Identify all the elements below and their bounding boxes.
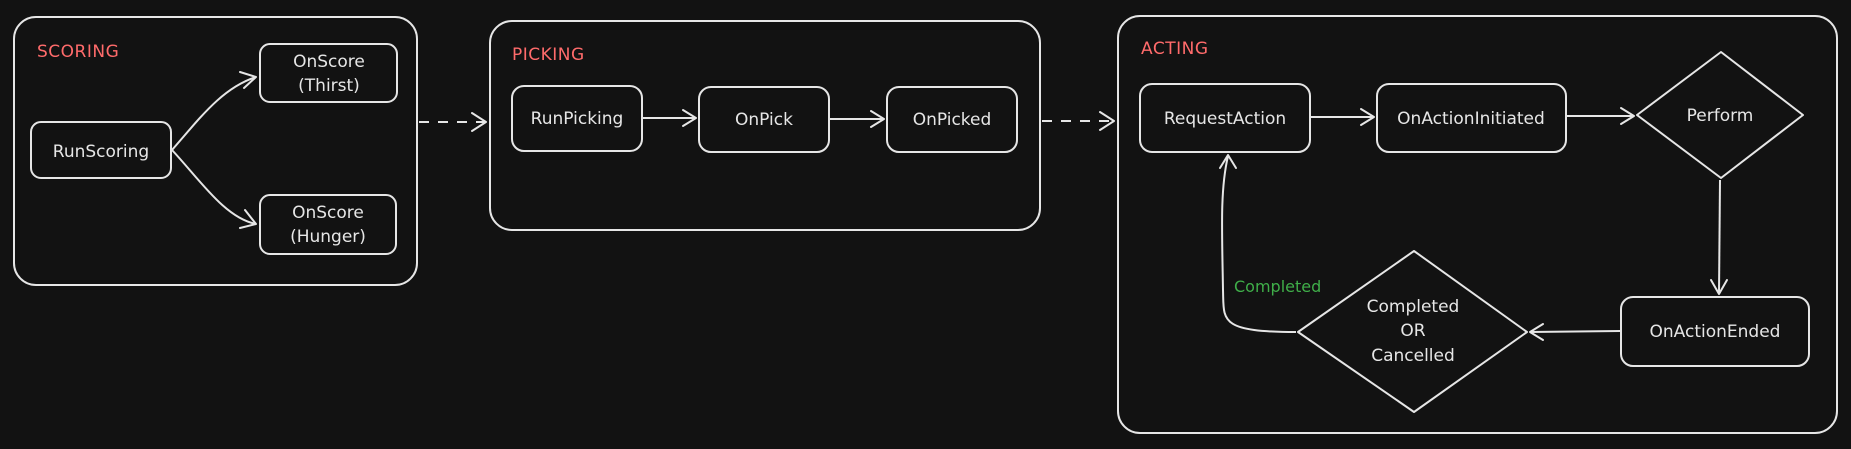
on-score-thirst-node bbox=[259, 43, 398, 103]
arrowhead-thirst bbox=[239, 71, 257, 89]
arrowhead-ended-decision bbox=[1529, 323, 1544, 341]
picking-title: PICKING bbox=[512, 45, 585, 65]
on-picked-label: OnPicked bbox=[913, 110, 992, 130]
arrowhead-scoring-picking bbox=[471, 112, 487, 132]
arrowhead-decision-request bbox=[1219, 154, 1237, 169]
perform-node bbox=[1636, 51, 1804, 179]
run-scoring-label: RunScoring bbox=[53, 142, 149, 162]
completed-or-cancelled-label-3: Cancelled bbox=[1371, 346, 1455, 366]
on-action-ended-label: OnActionEnded bbox=[1650, 322, 1781, 342]
acting-frame bbox=[1117, 15, 1838, 434]
on-score-thirst-label-2: (Thirst) bbox=[298, 76, 360, 96]
scoring-frame bbox=[13, 16, 418, 286]
arrowhead-perform-ended bbox=[1710, 279, 1728, 295]
arrowhead-onpick-onpicked bbox=[870, 110, 885, 128]
completed-or-cancelled-label-2: OR bbox=[1400, 321, 1425, 341]
request-action-label: RequestAction bbox=[1164, 109, 1286, 129]
completed-or-cancelled-label-1: Completed bbox=[1367, 297, 1460, 317]
on-action-initiated-node bbox=[1376, 83, 1567, 153]
on-action-initiated-label: OnActionInitiated bbox=[1397, 109, 1545, 129]
on-action-ended-node bbox=[1620, 296, 1810, 367]
edge-runscoring-hunger bbox=[171, 149, 257, 225]
picking-frame bbox=[489, 20, 1041, 231]
arrowhead-runpicking-onpick bbox=[682, 109, 697, 127]
on-picked-node bbox=[886, 86, 1018, 153]
arrowhead-hunger bbox=[239, 209, 257, 229]
completed-or-cancelled-node bbox=[1297, 250, 1528, 413]
on-score-thirst-label-1: OnScore bbox=[293, 52, 365, 72]
arrowhead-request-initiated bbox=[1360, 108, 1375, 126]
completed-edge-label: Completed bbox=[1234, 277, 1321, 296]
run-picking-label: RunPicking bbox=[531, 109, 624, 129]
on-pick-label: OnPick bbox=[735, 110, 793, 130]
on-score-hunger-label-1: OnScore bbox=[292, 203, 364, 223]
perform-label: Perform bbox=[1687, 106, 1754, 126]
arrowhead-initiated-perform bbox=[1620, 107, 1635, 125]
acting-title: ACTING bbox=[1141, 39, 1209, 59]
edge-perform-ended bbox=[1718, 179, 1721, 295]
on-score-hunger-node bbox=[259, 194, 397, 255]
on-score-hunger-label-2: (Hunger) bbox=[290, 227, 366, 247]
edge-ended-decision bbox=[1529, 330, 1621, 333]
edge-decision-request bbox=[1221, 155, 1297, 333]
arrowhead-picking-acting bbox=[1099, 111, 1115, 131]
run-scoring-node bbox=[30, 121, 172, 179]
edge-runscoring-thirst bbox=[171, 76, 257, 151]
scoring-title: SCORING bbox=[37, 42, 119, 62]
